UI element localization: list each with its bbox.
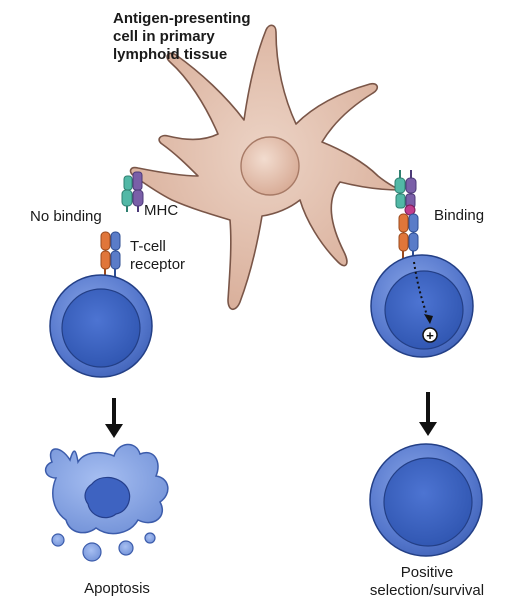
arrow-to-survival <box>419 392 437 436</box>
tcr-label: T-cell receptor <box>130 238 186 273</box>
tcr-left <box>100 231 121 278</box>
svg-text:+: + <box>426 328 434 343</box>
surviving-t-cell <box>369 443 483 557</box>
no-binding-label: No binding <box>30 208 102 225</box>
apc-label: Antigen-presenting cell in primary lymph… <box>113 10 251 63</box>
binding-label: Binding <box>434 207 485 224</box>
apoptotic-cell <box>44 443 169 562</box>
positive-signal-icon: + <box>422 327 438 343</box>
mhc-label: MHC <box>144 202 179 219</box>
arrow-to-apoptosis <box>105 398 123 438</box>
positive-selection-label: Positive selection/survival <box>369 564 485 599</box>
mhc-tcr-complex-right <box>394 170 419 259</box>
mhc-molecule-left <box>121 171 144 212</box>
apc-nucleus <box>240 136 300 196</box>
t-cell-right <box>370 254 474 358</box>
t-cell-left <box>49 274 153 378</box>
apoptosis-label: Apoptosis <box>84 580 150 597</box>
